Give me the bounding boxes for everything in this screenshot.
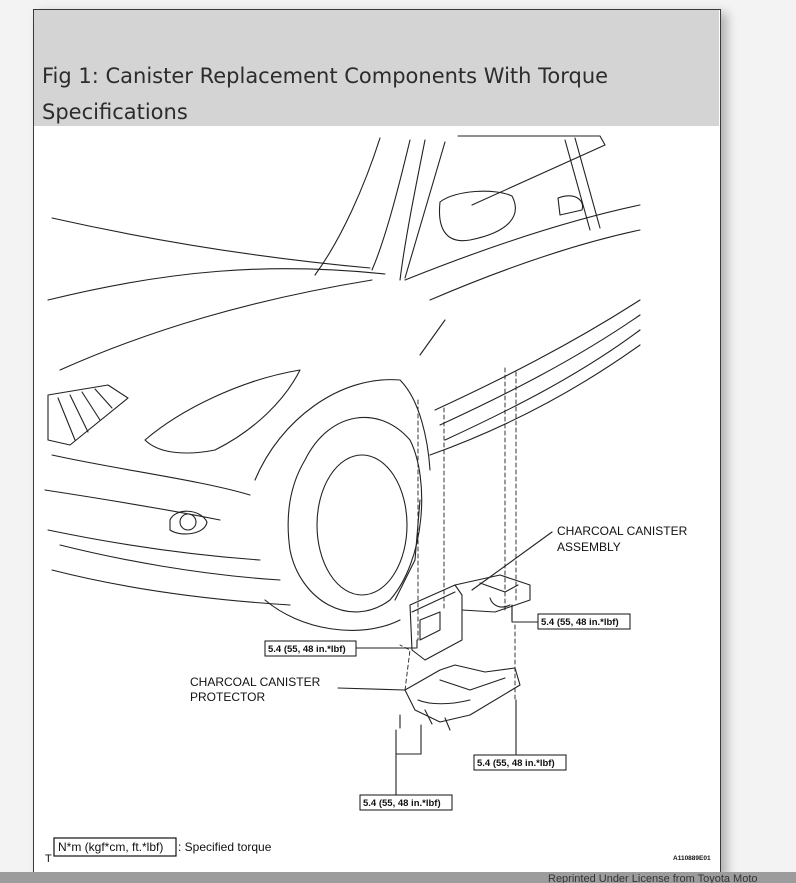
wheel-tire xyxy=(287,417,423,613)
wheel-rim xyxy=(316,454,408,596)
torque-box-bottom-center-frame xyxy=(359,794,453,811)
a-pillar-line xyxy=(314,137,381,276)
torque-box-left-frame xyxy=(264,640,357,657)
label-protector-line1: CHARCOAL CANISTER xyxy=(190,675,321,689)
leader-torque-right xyxy=(511,604,539,623)
label-protector-line2: PROTECTOR xyxy=(190,690,265,704)
fog-lamp xyxy=(169,510,208,535)
label-canister-assembly-line2: ASSEMBLY xyxy=(557,540,621,554)
torque-value-bottom-center: 5.4 (55, 48 in.*lbf) xyxy=(363,798,441,809)
side-mirror xyxy=(438,190,516,242)
charcoal-canister-protector xyxy=(404,664,521,723)
grille xyxy=(47,384,129,446)
leader-canister-assembly xyxy=(471,531,553,591)
footer-bar: Reprinted Under License from Toyota Moto xyxy=(0,872,796,883)
canister-diagram: CHARCOAL CANISTER ASSEMBLY CHARCOAL CANI… xyxy=(44,135,711,865)
torque-value-right: 5.4 (55, 48 in.*lbf) xyxy=(541,617,619,628)
legend-unit-box: N*m (kgf*cm, ft.*lbf) xyxy=(58,840,163,854)
leader-torque-bottom-center xyxy=(395,729,422,797)
legend-corner-mark: T xyxy=(45,853,52,865)
torque-box-right-frame xyxy=(537,613,631,630)
license-notice: Reprinted Under License from Toyota Moto xyxy=(548,873,758,883)
figure-code: A110889E01 xyxy=(673,855,711,862)
label-canister-assembly-line1: CHARCOAL CANISTER xyxy=(557,524,688,538)
leader-protector xyxy=(337,687,406,691)
figure-header: Fig 1: Canister Replacement Components W… xyxy=(34,10,719,126)
legend-description: : Specified torque xyxy=(178,840,272,854)
torque-value-left: 5.4 (55, 48 in.*lbf) xyxy=(268,644,346,655)
hood-line xyxy=(51,217,371,269)
torque-box-bottom-right-frame xyxy=(473,754,567,771)
legend-unit-frame xyxy=(53,837,177,857)
torque-value-bottom-right: 5.4 (55, 48 in.*lbf) xyxy=(477,758,555,769)
figure-title: Fig 1: Canister Replacement Components W… xyxy=(42,64,609,124)
headlight xyxy=(144,369,301,454)
